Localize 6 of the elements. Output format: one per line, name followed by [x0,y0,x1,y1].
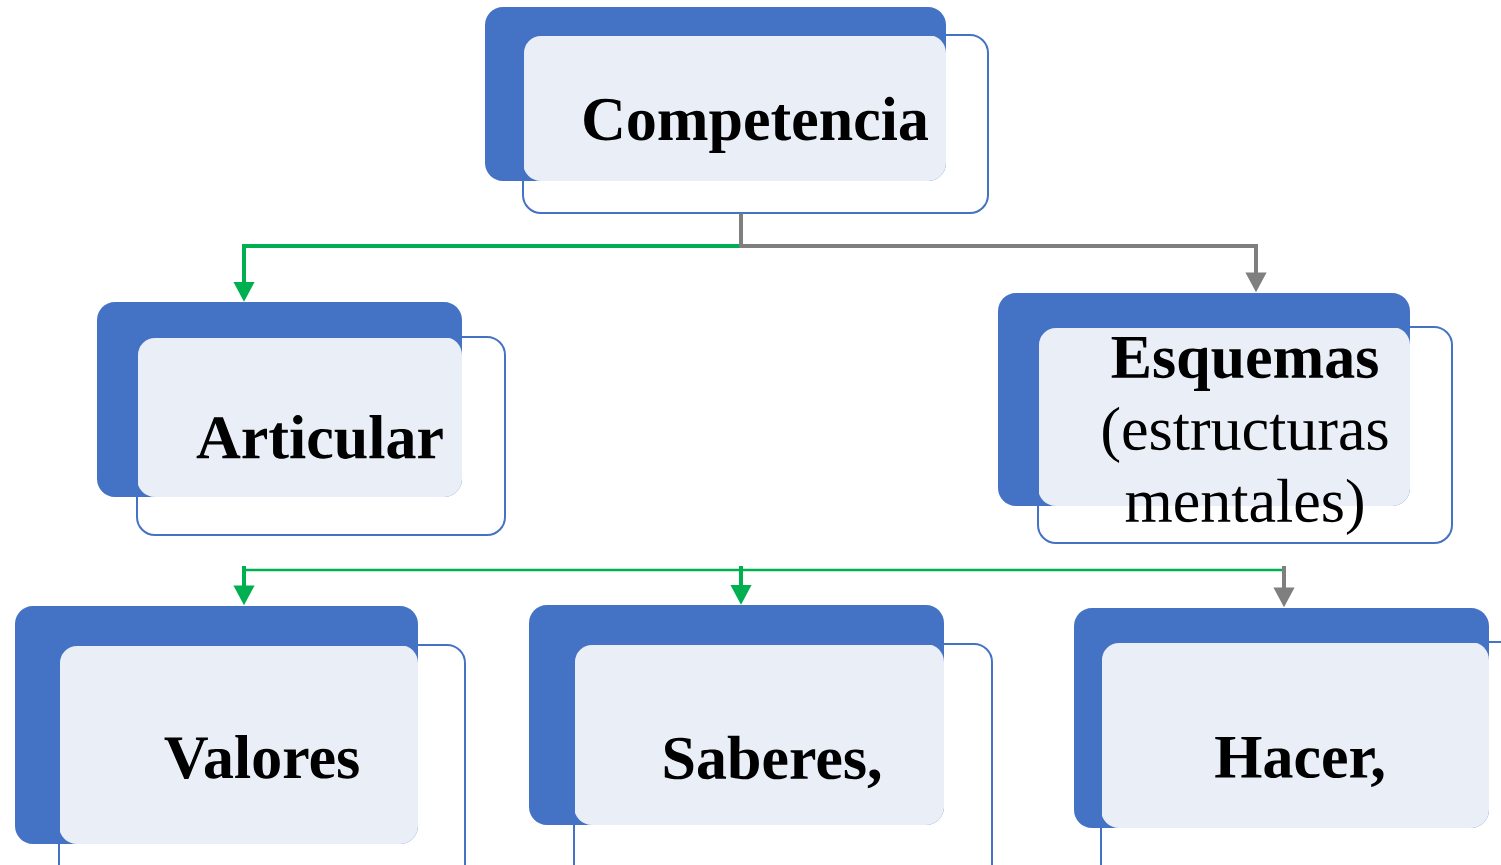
process-box: Articular [97,302,506,536]
process-box: Hacer, [1074,608,1501,865]
process-box: Saberes, [529,605,993,865]
process-box: Esquemas (estructuras mentales) [998,293,1453,544]
process-box: Valores [15,606,466,865]
process-box: Competencia [485,7,989,214]
